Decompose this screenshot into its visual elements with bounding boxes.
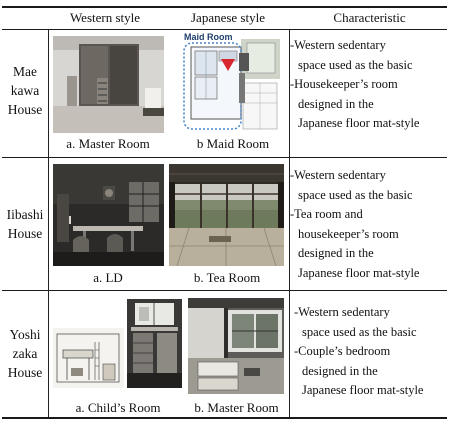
photo-yoshizaka-master-room — [188, 298, 284, 394]
photo-iibashi-ld — [53, 164, 164, 266]
house-name-yoshizaka: Yoshi zaka House — [7, 327, 43, 380]
caption-iibashi-ld: a. LD — [93, 270, 123, 285]
column-divider-house — [48, 30, 49, 417]
plan-label-maid-room: Maid Room — [184, 32, 233, 42]
column-divider-characteristic — [289, 30, 290, 417]
caption-iibashi-tea-room: b. Tea Room — [193, 270, 261, 285]
photo-iibashi-tea-room — [169, 164, 284, 266]
caption-maekawa-maid-room: b Maid Room — [196, 136, 270, 151]
plan-maekawa-maid-room — [181, 33, 280, 133]
caption-yoshizaka-master-room: b. Master Room — [194, 400, 279, 415]
header-western-style: Western style — [69, 10, 141, 25]
characteristic-yoshizaka: -Western sedentary space used as the bas… — [294, 305, 424, 397]
row-divider-2 — [2, 290, 447, 291]
house-name-maekawa: Mae kawa House — [7, 64, 43, 117]
table-top-rule — [2, 6, 447, 8]
row-divider-1 — [2, 157, 447, 158]
characteristic-maekawa: -Western sedentary space used as the bas… — [290, 38, 420, 130]
sketch-yoshizaka-childs-room — [53, 328, 124, 388]
house-name-iibashi: Iibashi House — [6, 207, 44, 241]
characteristic-iibashi: -Western sedentary space used as the bas… — [290, 168, 420, 280]
photo-yoshizaka-childs-room — [127, 299, 182, 388]
photo-maekawa-master-room — [53, 36, 164, 133]
header-rule — [2, 29, 447, 30]
header-characteristic: Characteristic — [333, 10, 406, 25]
table-bottom-rule — [2, 417, 447, 419]
caption-maekawa-master-room: a. Master Room — [66, 136, 150, 151]
caption-yoshizaka-childs-room: a. Child’s Room — [75, 400, 161, 415]
header-japanese-style: Japanese style — [190, 10, 265, 25]
